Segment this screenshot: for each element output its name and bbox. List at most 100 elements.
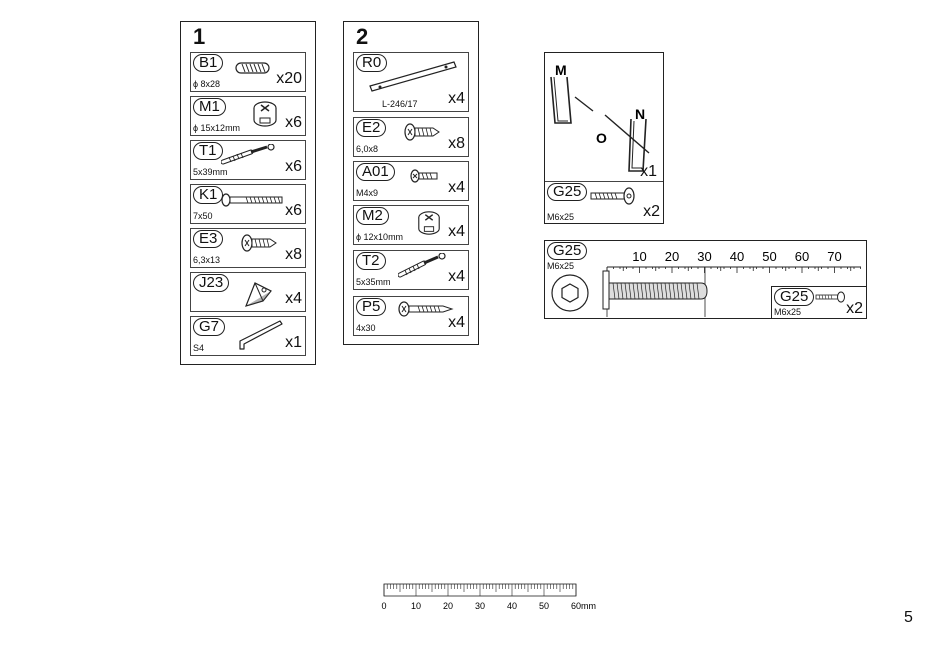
frame-label-n: N <box>635 106 645 122</box>
part-size: L-246/17 <box>382 99 418 109</box>
part-code: M1 <box>193 98 226 116</box>
ruler-tick-label: 40 <box>730 249 744 264</box>
part-code: B1 <box>193 54 224 72</box>
corner-bracket-icon <box>244 282 272 307</box>
small-screw-icon <box>410 169 438 183</box>
part-qty: x6 <box>285 158 302 175</box>
ruler-inset-card: G25 M6x25 x2 <box>771 286 867 319</box>
frame-label-m: M <box>555 62 567 78</box>
bottom-ruler-label: 20 <box>443 601 453 611</box>
rail-icon <box>369 61 457 92</box>
part-code: G25 <box>547 242 588 260</box>
part-card-e2: E2 6,0x8 x8 <box>353 117 469 157</box>
part-card-m2: M2 ϕ 12x10mm x4 <box>353 205 469 245</box>
part-code: G7 <box>193 318 226 336</box>
frame-qty: x1 <box>640 163 657 180</box>
part-code: T1 <box>193 142 223 160</box>
bottom-ruler-label: 40 <box>507 601 517 611</box>
part-size: ϕ 15x12mm <box>193 123 241 133</box>
part-card-a01: A01 M4x9 x4 <box>353 161 469 201</box>
bottom-ruler-label: 10 <box>411 601 421 611</box>
part-qty: x2 <box>846 300 863 317</box>
frame-panel: M N O x1 G25 M6x25 x2 <box>544 52 664 224</box>
part-card-m1: M1 ϕ 15x12mm x6 <box>190 96 306 136</box>
bottom-ruler-label: 60mm <box>571 601 596 611</box>
part-code: K1 <box>193 186 224 204</box>
part-code: T2 <box>356 252 386 270</box>
part-size: 7x50 <box>193 211 213 221</box>
ruler-tick-label: 30 <box>697 249 711 264</box>
ruler-scale: 10 20 30 40 50 60 70 <box>551 249 861 317</box>
frame-diagram: M N O <box>550 62 650 172</box>
part-qty: x8 <box>448 135 465 152</box>
allen-key-icon <box>239 320 283 350</box>
part-size: 5x39mm <box>193 167 228 177</box>
panel-number: 2 <box>356 24 369 49</box>
bottom-ruler-label: 0 <box>381 601 386 611</box>
part-code: P5 <box>356 298 387 316</box>
part-code: G25 <box>774 288 815 306</box>
cam-lock-icon <box>253 101 277 127</box>
part-card-j23: J23 x4 <box>190 272 306 312</box>
cam-bolt-icon <box>398 253 446 278</box>
part-card-r0: R0 L-246/17 x4 <box>353 52 469 112</box>
part-card-t2: T2 5x35mm x4 <box>353 250 469 290</box>
part-size: S4 <box>193 343 205 353</box>
cam-bolt-icon <box>221 144 275 165</box>
bottom-ruler: 0 10 20 30 40 50 60mm <box>381 583 596 611</box>
ruler-tick-label: 60 <box>795 249 809 264</box>
part-card-e3: E3 6,3x13 x8 <box>190 228 306 268</box>
part-size: M6x25 <box>774 307 802 317</box>
cam-lock-icon <box>418 211 440 235</box>
ruler-panel: G25 M6x25 10 20 30 40 50 60 70 G25 M6x25 x2 <box>544 240 867 319</box>
part-qty: x6 <box>285 202 302 219</box>
part-code: E2 <box>356 119 387 137</box>
g25-card: G25 M6x25 x2 <box>545 181 663 224</box>
part-size: M4x9 <box>356 188 379 198</box>
frame-label-o: O <box>596 130 607 146</box>
panel-1: 1 B1 ϕ 8x28 x20 M1 ϕ 15x12mm x6 T1 5x39m… <box>180 21 316 365</box>
part-card-b1: B1 ϕ 8x28 x20 <box>190 52 306 92</box>
bottom-ruler-label: 30 <box>475 601 485 611</box>
part-card-k1: K1 7x50 x6 <box>190 184 306 224</box>
part-size: M6x25 <box>547 212 575 222</box>
part-qty: x1 <box>285 334 302 351</box>
part-size: 6,3x13 <box>193 255 221 265</box>
part-qty: x4 <box>448 179 465 196</box>
part-code: A01 <box>356 163 395 181</box>
part-size: 5x35mm <box>356 277 391 287</box>
short-screw-icon <box>404 123 440 141</box>
part-qty: x4 <box>448 223 465 240</box>
part-code: R0 <box>356 54 388 72</box>
hex-bolt-icon <box>815 291 845 303</box>
part-qty: x4 <box>285 290 302 307</box>
bottom-ruler-label: 50 <box>539 601 549 611</box>
wood-screw-icon <box>398 301 454 317</box>
part-card-p5: P5 4x30 x4 <box>353 296 469 336</box>
part-card-g7: G7 S4 x1 <box>190 316 306 356</box>
part-size: M6x25 <box>547 261 575 271</box>
ruler-tick-label: 10 <box>632 249 646 264</box>
part-qty: x6 <box>285 114 302 131</box>
part-size: 4x30 <box>356 323 376 333</box>
part-qty: x8 <box>285 246 302 263</box>
hex-bolt-icon <box>590 187 635 205</box>
panel-2: 2 R0 L-246/17 x4 E2 6,0x8 x8 A01 M4x9 x4 <box>343 21 479 345</box>
part-card-t1: T1 5x39mm x6 <box>190 140 306 180</box>
part-qty: x4 <box>448 268 465 285</box>
panel-number: 1 <box>193 24 206 49</box>
part-qty: x4 <box>448 90 465 107</box>
ruler-tick-label: 20 <box>665 249 679 264</box>
part-qty: x20 <box>276 70 302 87</box>
ruler-tick-label: 50 <box>762 249 776 264</box>
part-size: 6,0x8 <box>356 144 379 154</box>
short-screw-icon <box>241 234 277 252</box>
part-code: M2 <box>356 207 389 225</box>
page-number: 5 <box>904 609 913 626</box>
part-code: E3 <box>193 230 224 248</box>
part-code: J23 <box>193 274 230 292</box>
part-qty: x2 <box>643 203 660 220</box>
long-screw-icon <box>221 193 283 207</box>
part-size: ϕ 12x10mm <box>356 232 404 242</box>
ruler-tick-label: 70 <box>827 249 841 264</box>
